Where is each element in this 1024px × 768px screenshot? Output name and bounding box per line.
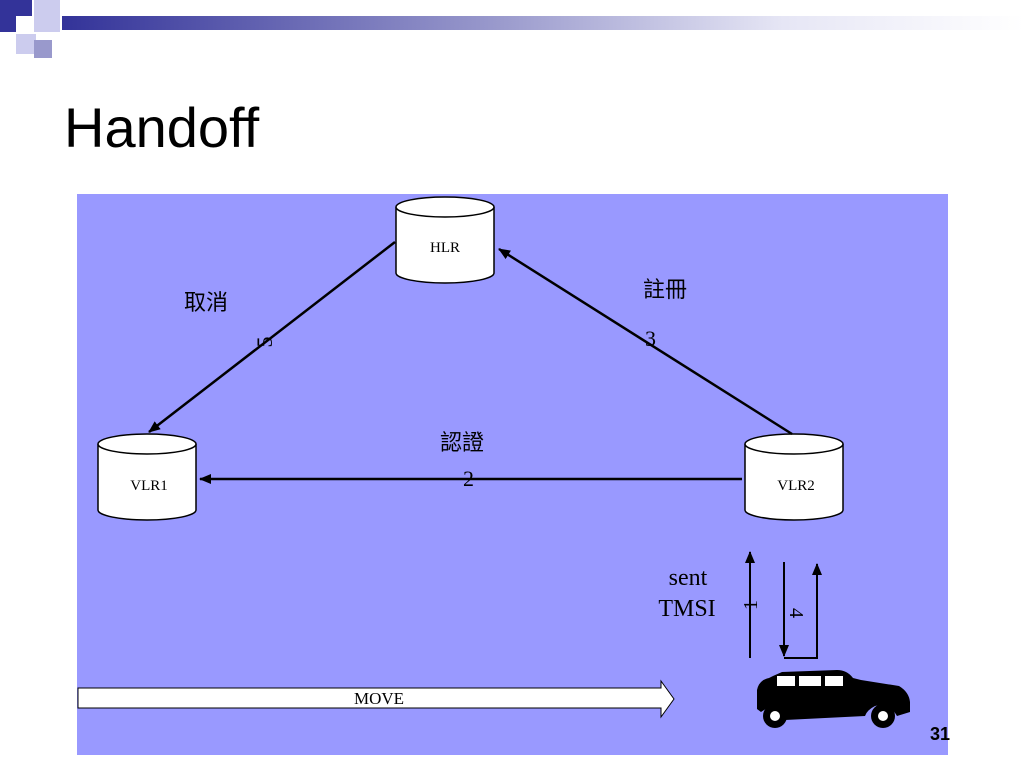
page-number: 31 bbox=[930, 724, 951, 744]
auth-label: 認證 bbox=[440, 430, 484, 455]
handoff-diagram: HLR VLR1 VLR2 取消 5 註冊 3 認證 2 sent TMSI 1 bbox=[77, 194, 948, 755]
step4-label: 4 bbox=[785, 608, 807, 618]
hlr-database: HLR bbox=[395, 196, 495, 284]
cancel-label: 取消 bbox=[184, 290, 228, 315]
step1-label: 1 bbox=[740, 600, 762, 610]
vlr1-database: VLR1 bbox=[97, 433, 197, 521]
car-icon bbox=[757, 670, 910, 728]
register-label: 註冊 bbox=[643, 277, 687, 302]
hlr-label: HLR bbox=[430, 240, 460, 256]
step4-return bbox=[784, 563, 822, 659]
vlr2-label: VLR2 bbox=[777, 478, 815, 494]
auth-step: 2 bbox=[463, 466, 474, 491]
slide-title: Handoff bbox=[64, 96, 260, 159]
register-arrow bbox=[498, 247, 793, 436]
tmsi-text: TMSI bbox=[658, 596, 715, 622]
vlr1-label: VLR1 bbox=[130, 478, 168, 494]
sent-text: sent bbox=[669, 565, 708, 591]
cancel-step: 5 bbox=[252, 337, 277, 348]
vlr2-database: VLR2 bbox=[744, 433, 844, 521]
move-label: MOVE bbox=[354, 689, 404, 708]
move-arrow: MOVE bbox=[77, 679, 675, 719]
register-step: 3 bbox=[645, 326, 656, 351]
cancel-arrow bbox=[148, 241, 396, 433]
